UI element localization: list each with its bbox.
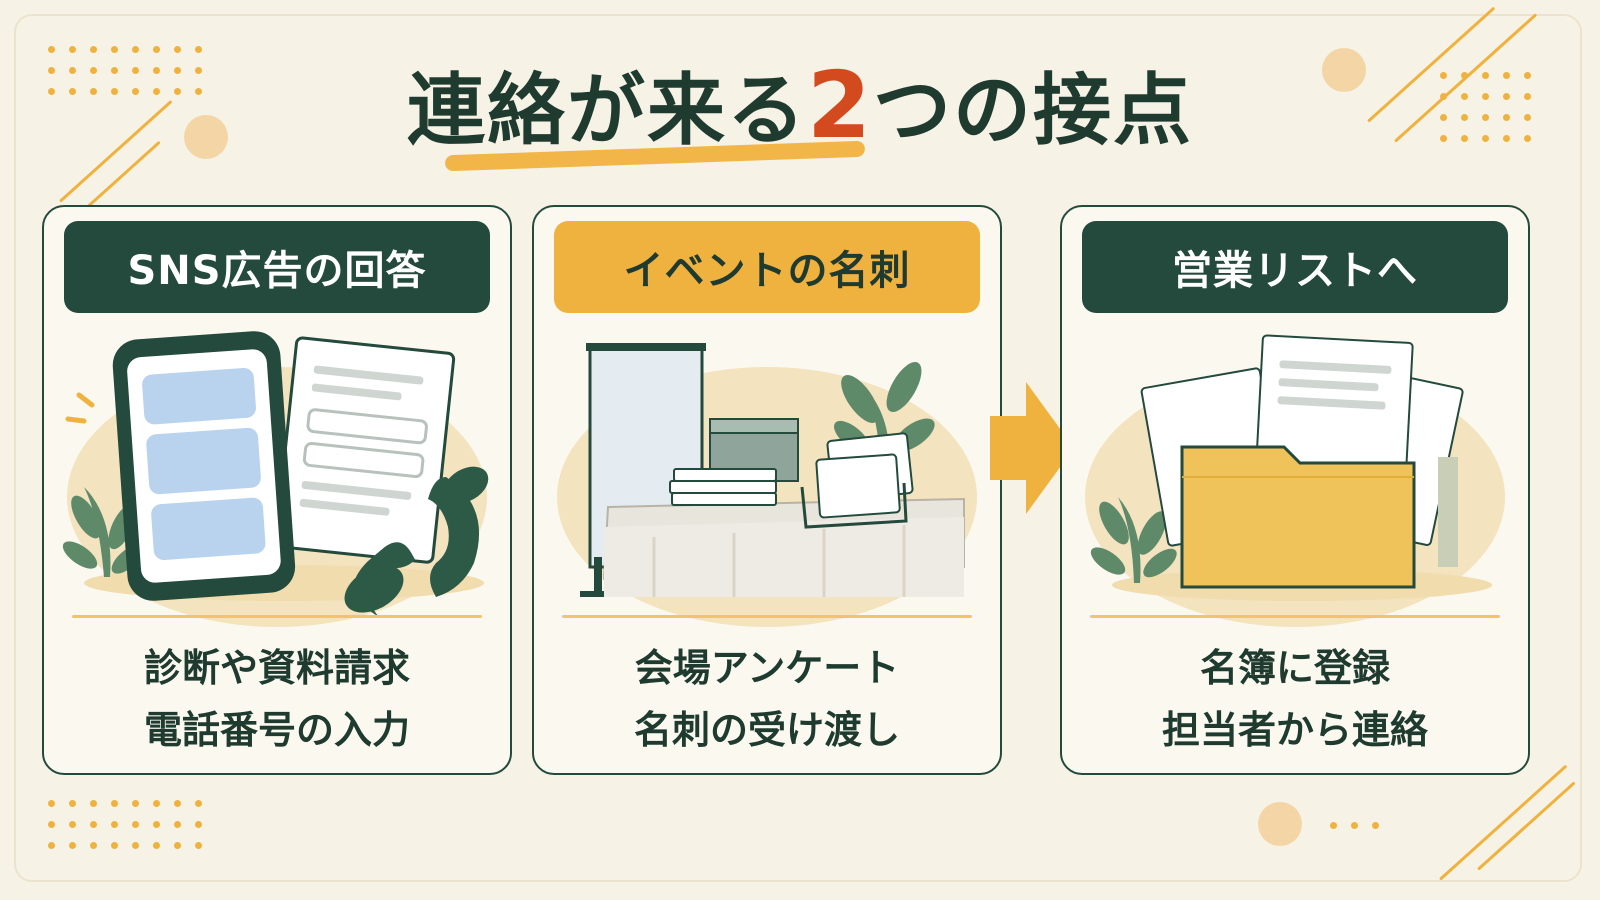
title-suffix: つの接点 bbox=[873, 66, 1194, 156]
business-card-holder-icon bbox=[800, 432, 914, 529]
title-prefix: 連絡が来る bbox=[406, 66, 807, 156]
card-header: 営業リストへ bbox=[1082, 221, 1508, 313]
card-line: 名刺の受け渡し bbox=[633, 708, 900, 752]
card-header: イベントの名刺 bbox=[554, 221, 980, 313]
card-line: 担当者から連絡 bbox=[1161, 708, 1428, 752]
arrow-right-icon bbox=[990, 382, 1074, 514]
page-frame bbox=[14, 14, 1582, 882]
card-body: 名簿に登録 担当者から連絡 bbox=[1062, 637, 1528, 761]
title-highlight-number: 2 bbox=[806, 52, 873, 159]
document-icon bbox=[274, 336, 456, 564]
card-body: 会場アンケート 名刺の受け渡し bbox=[534, 637, 1000, 761]
card-divider bbox=[72, 615, 482, 618]
card-line: 会場アンケート bbox=[634, 646, 900, 690]
decor-circle bbox=[184, 115, 228, 159]
decor-circle bbox=[1322, 48, 1366, 92]
decor-circle bbox=[1258, 802, 1302, 846]
card-line: 名簿に登録 bbox=[1199, 646, 1390, 690]
event-illustration bbox=[557, 343, 977, 627]
decor-dots-top-left bbox=[48, 46, 202, 95]
card-stack-icon bbox=[669, 468, 777, 506]
sns-illustration bbox=[62, 331, 489, 627]
card-divider bbox=[562, 615, 972, 618]
card-sales-list: 営業リストへ 名簿に登 bbox=[1060, 205, 1530, 775]
decor-dots-bottom-left bbox=[48, 800, 202, 849]
card-event-business-card: イベントの名刺 bbox=[532, 205, 1002, 775]
folder-icon bbox=[1180, 445, 1416, 589]
title-area: 連絡が来る2つの接点 bbox=[0, 48, 1600, 172]
alert-marks-icon bbox=[65, 392, 95, 424]
card-line: 電話番号の入力 bbox=[143, 708, 410, 752]
telephone-handset-icon bbox=[344, 466, 489, 618]
card-header: SNS広告の回答 bbox=[64, 221, 490, 313]
smartphone-icon bbox=[112, 331, 296, 601]
sales-list-illustration bbox=[1085, 334, 1505, 627]
plant-icon bbox=[1090, 497, 1177, 583]
card-line: 診断や資料請求 bbox=[143, 646, 410, 690]
card-body: 診断や資料請求 電話番号の入力 bbox=[44, 637, 510, 761]
card-divider bbox=[1090, 615, 1500, 618]
table-icon bbox=[602, 497, 965, 597]
page-title: 連絡が来る2つの接点 bbox=[407, 48, 1193, 160]
card-sns-ad: SNS広告の回答 bbox=[42, 205, 512, 775]
decor-dots-bottom-right bbox=[1330, 822, 1379, 829]
